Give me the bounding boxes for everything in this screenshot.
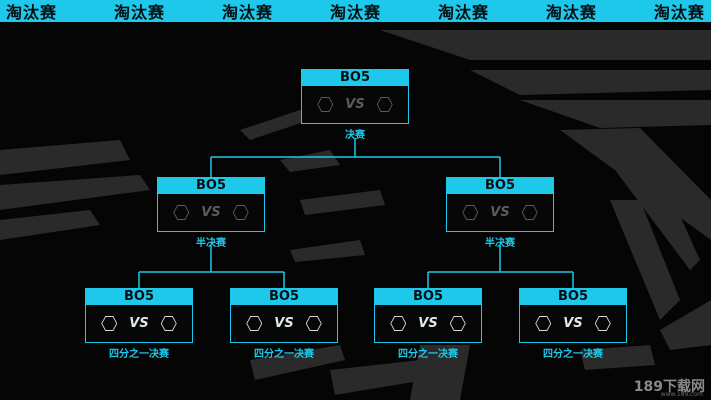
team-slot-icon <box>173 205 190 220</box>
watermark-text: 189下载网 <box>633 379 705 395</box>
background-stripes <box>0 30 711 400</box>
banner-text: 淘汰赛 <box>437 3 489 22</box>
team-slot-icon <box>449 316 466 331</box>
round-label-quarterfinal: 四分之一决赛 <box>109 349 169 360</box>
match-format: BO5 <box>520 289 626 305</box>
banner-text: 淘汰赛 <box>653 3 705 22</box>
team-slot-icon <box>160 316 177 331</box>
match-format: BO5 <box>231 289 337 305</box>
round-label-semifinal: 半决赛 <box>485 238 515 249</box>
match-format: BO5 <box>86 289 192 305</box>
round-label-quarterfinal: 四分之一决赛 <box>254 349 314 360</box>
team-slot-icon <box>462 205 479 220</box>
vs-label: VS <box>345 97 365 112</box>
match-format: BO5 <box>447 178 553 194</box>
team-slot-icon <box>521 205 538 220</box>
team-slot-icon <box>232 205 249 220</box>
top-banner: 淘汰赛 淘汰赛 淘汰赛 淘汰赛 淘汰赛 淘汰赛 淘汰赛 <box>0 0 711 22</box>
round-label-final: 决赛 <box>345 130 365 141</box>
round-label-quarterfinal: 四分之一决赛 <box>543 349 603 360</box>
quarterfinal-match-card[interactable]: BO5 VS <box>230 288 338 343</box>
team-slot-icon <box>390 316 407 331</box>
banner-text: 淘汰赛 <box>329 3 381 22</box>
final-match-card[interactable]: BO5 VS <box>301 69 409 124</box>
site-watermark: 189下载网 www.189.com <box>633 376 705 398</box>
semifinal-match-card[interactable]: BO5 VS <box>157 177 265 232</box>
vs-label: VS <box>490 205 510 220</box>
vs-label: VS <box>129 316 149 331</box>
banner-text: 淘汰赛 <box>221 3 273 22</box>
bracket-lines <box>138 138 574 288</box>
match-format: BO5 <box>302 70 408 86</box>
match-format: BO5 <box>375 289 481 305</box>
watermark-subtext: www.189.com <box>660 391 703 398</box>
banner-text: 淘汰赛 <box>545 3 597 22</box>
match-format: BO5 <box>158 178 264 194</box>
vs-label: VS <box>274 316 294 331</box>
round-label-semifinal: 半决赛 <box>196 238 226 249</box>
vs-label: VS <box>201 205 221 220</box>
round-label-quarterfinal: 四分之一决赛 <box>398 349 458 360</box>
quarterfinal-match-card[interactable]: BO5 VS <box>85 288 193 343</box>
team-slot-icon <box>246 316 263 331</box>
banner-text: 淘汰赛 <box>113 3 165 22</box>
vs-label: VS <box>418 316 438 331</box>
bracket-background <box>0 30 711 400</box>
quarterfinal-match-card[interactable]: BO5 VS <box>519 288 627 343</box>
banner-text: 淘汰赛 <box>6 3 58 22</box>
quarterfinal-match-card[interactable]: BO5 VS <box>374 288 482 343</box>
team-slot-icon <box>101 316 118 331</box>
team-slot-icon <box>594 316 611 331</box>
team-slot-icon <box>317 97 334 112</box>
team-slot-icon <box>376 97 393 112</box>
team-slot-icon <box>535 316 552 331</box>
team-slot-icon <box>305 316 322 331</box>
semifinal-match-card[interactable]: BO5 VS <box>446 177 554 232</box>
vs-label: VS <box>563 316 583 331</box>
